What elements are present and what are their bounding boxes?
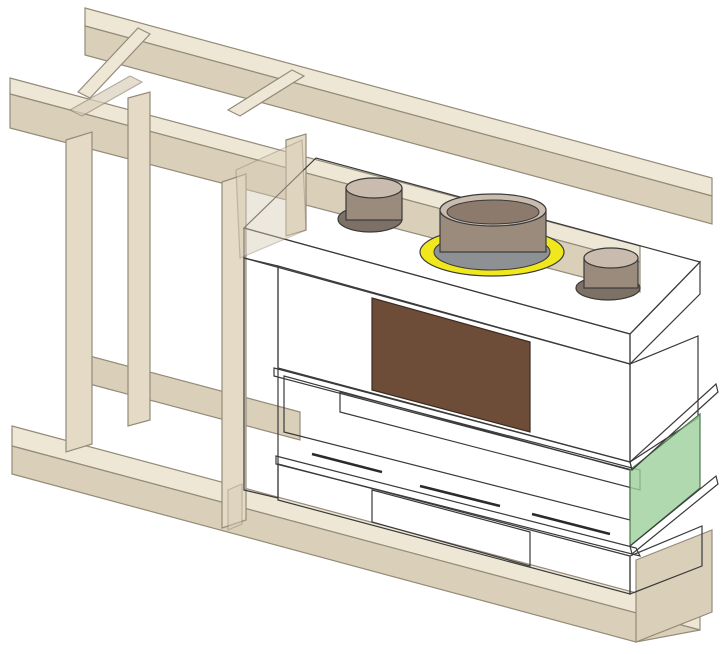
glass-frame-top xyxy=(629,382,719,472)
mid-beam xyxy=(81,353,301,441)
copper-access-panel xyxy=(371,297,531,433)
main-flue-collar xyxy=(419,193,565,277)
right-frame-end xyxy=(635,529,713,643)
burner-slot xyxy=(531,512,611,536)
stone-top-slab xyxy=(242,157,702,366)
front-frame-overlay xyxy=(227,139,307,531)
burner-slot xyxy=(419,484,501,508)
left-posts xyxy=(65,27,151,453)
front-post-upper xyxy=(235,139,307,259)
left-flue-collar xyxy=(337,177,403,233)
bottom-beam xyxy=(11,425,701,643)
middle-posts xyxy=(221,69,307,529)
right-flue-collar xyxy=(575,247,641,301)
base-plinth-side xyxy=(629,525,703,595)
lower-control-panel xyxy=(371,489,531,567)
glass-frame-bottom xyxy=(629,474,719,556)
fireplace-body xyxy=(242,157,719,595)
back-frame xyxy=(9,7,713,643)
side-glass-panel xyxy=(629,412,701,548)
top-beam-back xyxy=(84,7,713,225)
front-post-lower xyxy=(227,483,243,531)
left-side-panel xyxy=(243,257,279,499)
burner-tray xyxy=(275,455,642,557)
burner-slot xyxy=(311,452,383,474)
